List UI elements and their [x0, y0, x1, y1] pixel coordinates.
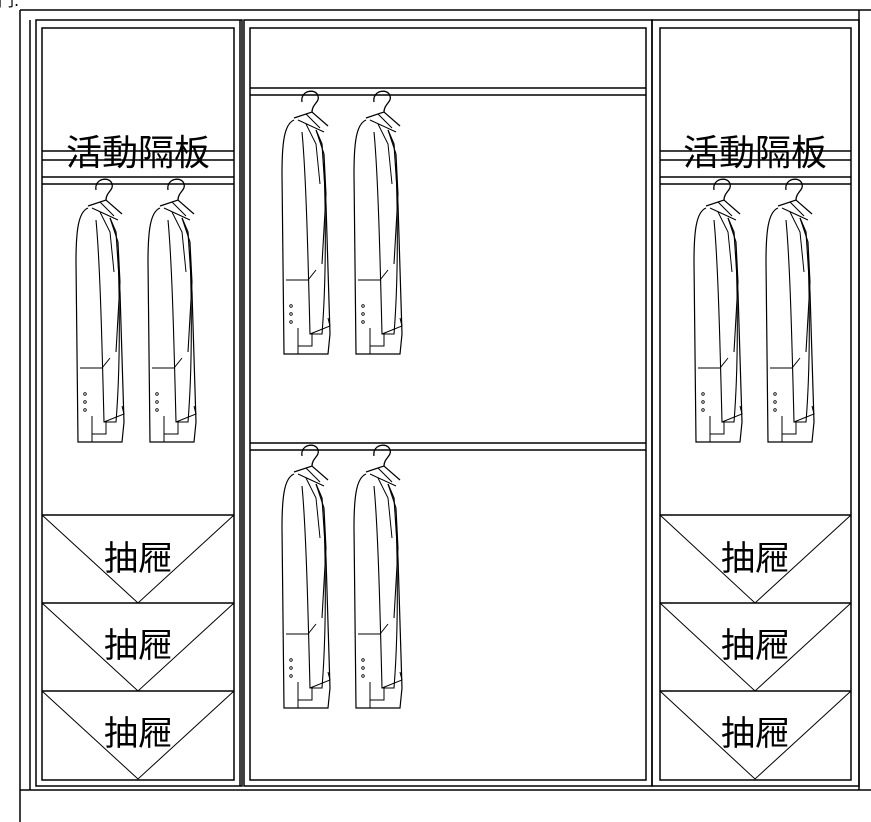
left-drawer-3-label: 抽屜 — [104, 714, 172, 754]
middle-section — [243, 19, 653, 787]
middle-section-inner — [249, 27, 647, 781]
right-section — [651, 19, 860, 787]
middle-lower-garment-1 — [281, 444, 331, 709]
middle-lower-garment-2 — [353, 444, 403, 709]
right-drawer-3-label: 抽屜 — [721, 714, 789, 754]
right-section-frame — [651, 19, 860, 787]
middle-upper-garment-1 — [281, 90, 331, 355]
right-shelf-label: 活動隔板 — [683, 133, 827, 174]
outer-frame — [19, 9, 871, 822]
right-drawer-3-marker — [659, 690, 852, 780]
left-adjustable-shelf — [42, 150, 234, 161]
left-hanging-rail — [42, 176, 234, 185]
left-garment-2 — [147, 178, 197, 443]
left-garment-1 — [75, 178, 125, 443]
left-section-frame — [35, 19, 243, 787]
left-drawer-1-label: 抽屜 — [104, 539, 172, 579]
right-drawer-1-label: 抽屜 — [721, 539, 789, 579]
left-drawer-3-marker — [41, 690, 235, 780]
right-section-inner — [659, 27, 852, 781]
top-text-fragment: 門. — [0, 0, 19, 10]
right-drawer-2-label: 抽屜 — [721, 626, 789, 666]
middle-lower-rail — [250, 442, 646, 451]
right-hanging-rail — [660, 176, 851, 185]
left-section — [35, 19, 243, 787]
left-drawer-2-marker — [41, 602, 235, 692]
middle-upper-rail — [250, 87, 646, 96]
left-drawer-2-label: 抽屜 — [104, 626, 172, 666]
right-drawer-2-marker — [659, 602, 852, 692]
right-garment-1 — [693, 178, 743, 443]
right-adjustable-shelf — [660, 150, 851, 161]
left-section-inner — [41, 27, 235, 781]
middle-section-frame — [243, 19, 653, 787]
left-drawer-1-marker — [41, 514, 235, 604]
left-shelf-label: 活動隔板 — [66, 133, 210, 174]
right-garment-2 — [765, 178, 815, 443]
middle-upper-garment-2 — [353, 90, 403, 355]
right-drawer-1-marker — [659, 514, 852, 604]
